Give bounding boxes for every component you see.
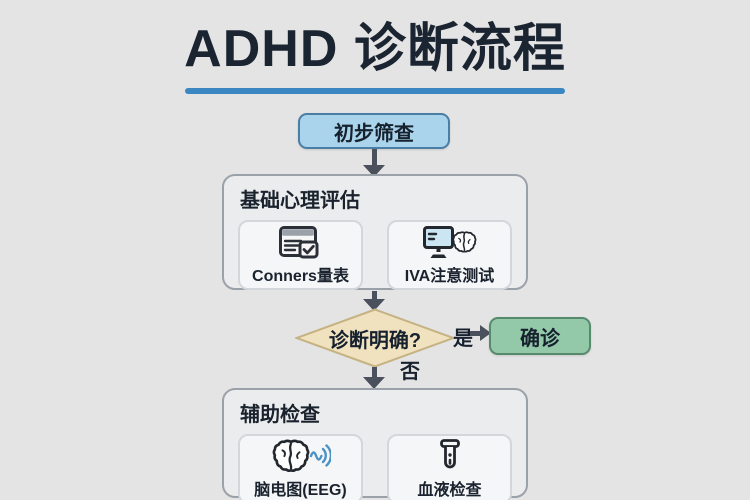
- diamond-shape: [293, 308, 457, 368]
- card-eeg: 脑电图(EEG): [238, 434, 363, 500]
- arrow-down-icon: [363, 149, 385, 177]
- card-label: IVA注意测试: [404, 268, 495, 285]
- arrow-down-icon: [363, 367, 385, 389]
- node-initial-screening-label: 初步筛查: [334, 122, 414, 145]
- test-tube-icon: [437, 438, 463, 475]
- card-label: Conners量表: [252, 268, 349, 285]
- group-title: 基础心理评估: [240, 190, 360, 212]
- node-confirmed-label: 确诊: [520, 327, 560, 350]
- decision-label: 诊断明确?: [328, 329, 422, 352]
- monitor-brain-icon: [422, 224, 477, 261]
- no-branch-label: 否: [400, 361, 420, 383]
- card-blood-test: 血液检查: [387, 434, 512, 500]
- card-label: 脑电图(EEG): [254, 482, 347, 499]
- group-title: 辅助检查: [240, 404, 320, 426]
- form-checklist-icon: [278, 224, 323, 261]
- group-auxiliary-tests: 辅助检查 脑电图(EEG): [222, 388, 528, 500]
- node-initial-screening: 初步筛查: [298, 113, 450, 149]
- group-basic-psych-assessment: 基础心理评估 Conners量表: [222, 174, 528, 290]
- yes-branch-label: 是: [453, 328, 473, 350]
- arrow-down-icon: [363, 291, 385, 311]
- card-conners-scale: Conners量表: [238, 220, 363, 290]
- title-underline: [185, 88, 565, 94]
- node-confirmed-diagnosis: 确诊: [489, 317, 591, 355]
- page-title: ADHD 诊断流程: [184, 20, 566, 78]
- brain-wave-icon: [271, 438, 331, 475]
- decision-diamond: 诊断明确?: [293, 308, 457, 368]
- card-iva-test: IVA注意测试: [387, 220, 512, 290]
- card-label: 血液检查: [417, 482, 482, 499]
- arrow-right-icon: [470, 325, 491, 341]
